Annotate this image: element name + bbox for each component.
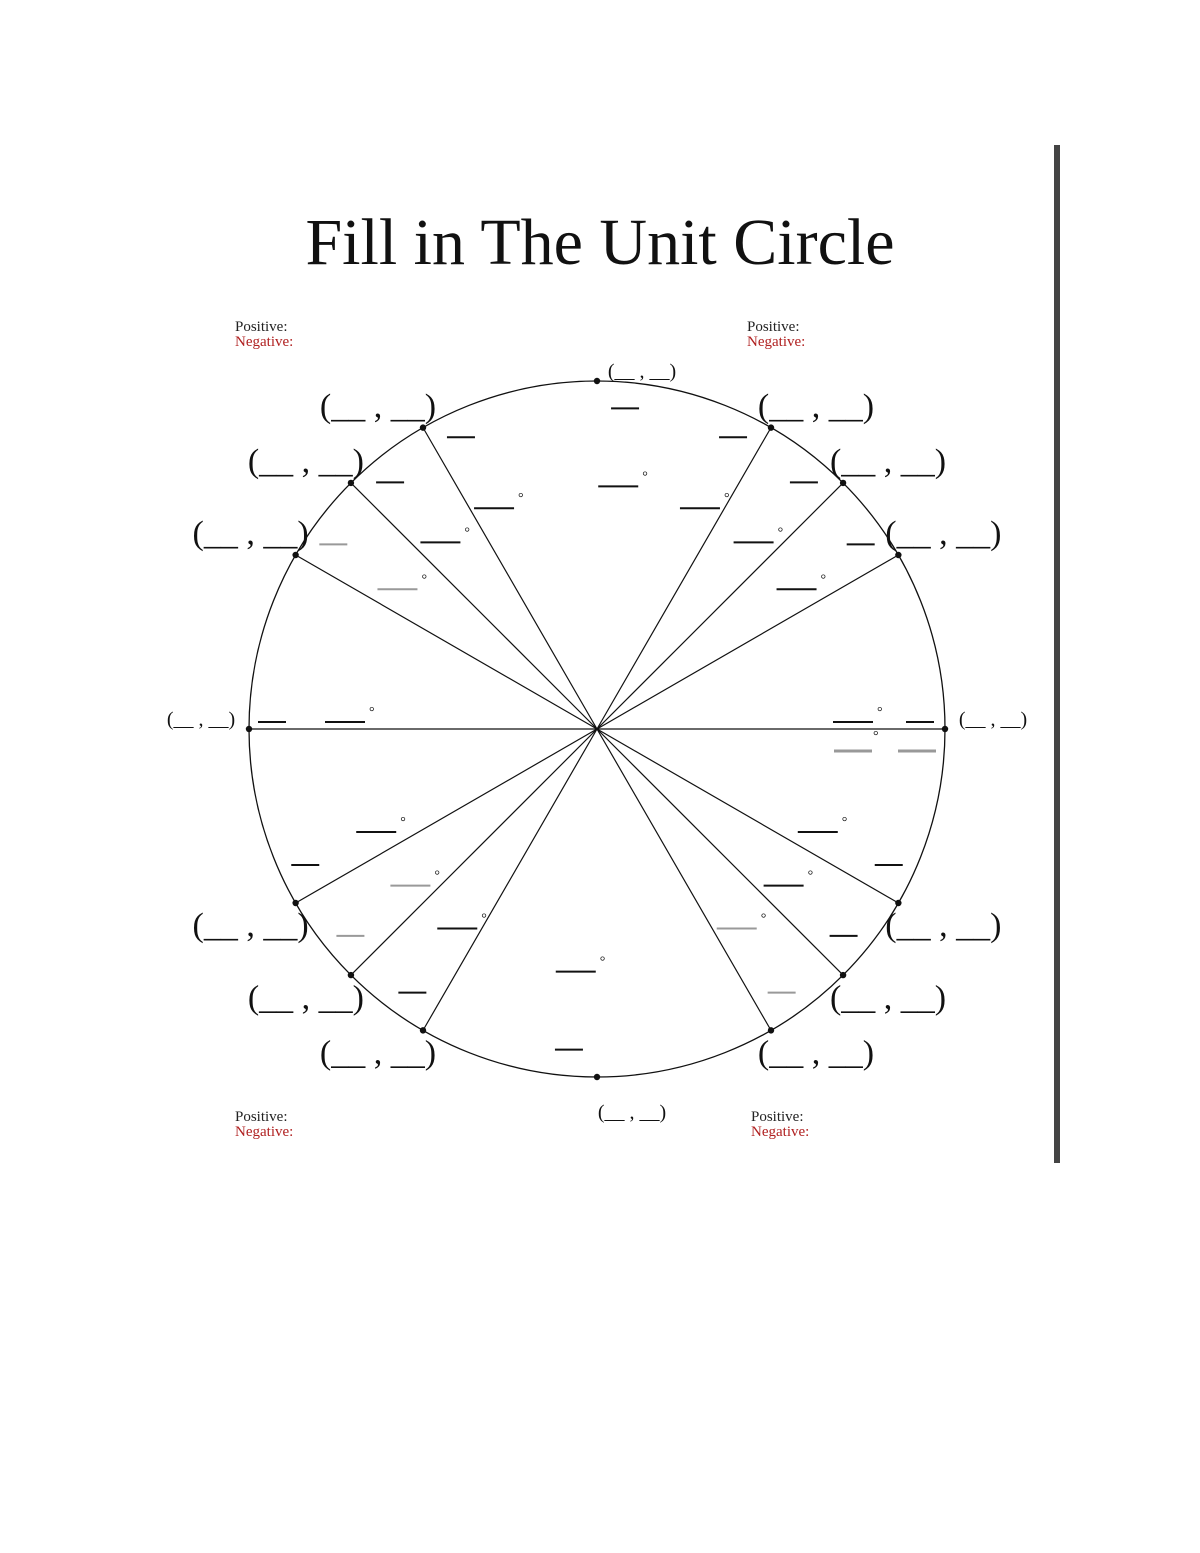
negative-label: Negative:	[235, 334, 294, 350]
angle-point	[767, 424, 775, 431]
angle-point	[839, 479, 847, 487]
angle-point	[593, 1073, 601, 1081]
degree-symbol: °	[642, 469, 648, 484]
positive-label: Positive:	[751, 1109, 804, 1125]
coordinate-blank-label: (__ , __)	[758, 1035, 874, 1072]
degree-symbol: °	[518, 491, 524, 506]
radius-line	[596, 482, 844, 730]
degree-symbol: °	[873, 729, 879, 744]
angle-point	[839, 971, 847, 979]
radius-line	[295, 554, 598, 730]
angle-point	[245, 725, 253, 733]
coordinate-blank-label: (__ , __)	[885, 907, 1001, 944]
degree-symbol: °	[400, 815, 406, 830]
coordinate-blank-label: (__ , __)	[959, 709, 1027, 731]
coordinate-blank-label: (__ , __)	[193, 515, 309, 552]
radius-line	[350, 482, 598, 730]
degree-symbol: °	[724, 491, 730, 506]
degree-symbol: °	[600, 955, 606, 970]
page-title: Fill in The Unit Circle	[305, 206, 895, 279]
angle-point	[895, 551, 902, 559]
positive-label: Positive:	[235, 319, 288, 335]
angle-point	[767, 1027, 775, 1034]
coordinate-blank-label: (__ , __)	[608, 361, 676, 383]
coordinate-blank-label: (__ , __)	[830, 979, 946, 1016]
coordinate-blank-label: (__ , __)	[248, 979, 364, 1016]
coordinate-blank-label: (__ , __)	[167, 709, 235, 731]
negative-label: Negative:	[751, 1124, 810, 1140]
negative-label: Negative:	[235, 1124, 294, 1140]
angle-point	[347, 479, 355, 487]
radius-line	[350, 728, 598, 976]
degree-symbol: °	[778, 525, 784, 540]
coordinate-blank-label: (__ , __)	[598, 1102, 666, 1124]
angle-point	[292, 899, 299, 907]
degree-symbol: °	[421, 572, 427, 587]
coordinate-blank-label: (__ , __)	[320, 1035, 436, 1072]
coordinate-blank-label: (__ , __)	[758, 388, 874, 425]
coordinate-blank-label: (__ , __)	[830, 443, 946, 480]
radius-line	[596, 728, 844, 976]
degree-symbol: °	[808, 869, 814, 884]
angle-point	[419, 1027, 427, 1034]
angle-point	[941, 725, 949, 733]
radius-line	[422, 427, 598, 730]
degree-symbol: °	[761, 912, 767, 927]
radius-line	[596, 554, 899, 730]
degree-symbol: °	[842, 815, 848, 830]
angle-point	[347, 971, 355, 979]
angle-point	[593, 377, 601, 385]
degree-symbol: °	[369, 705, 375, 720]
coordinate-blank-label: (__ , __)	[193, 907, 309, 944]
radius-line	[596, 728, 772, 1031]
radius-line	[596, 728, 899, 904]
radius-line	[422, 728, 598, 1031]
page-edge-bar	[1054, 145, 1060, 1163]
degree-symbol: °	[481, 912, 487, 927]
radius-line	[295, 728, 598, 904]
coordinate-blank-label: (__ , __)	[248, 443, 364, 480]
coordinate-blank-label: (__ , __)	[885, 515, 1001, 552]
quadrant-label-bottom-right: Positive: Negative:	[751, 1110, 809, 1140]
positive-label: Positive:	[747, 319, 800, 335]
coordinate-blank-label: (__ , __)	[320, 388, 436, 425]
angle-point	[292, 551, 299, 559]
negative-label: Negative:	[747, 334, 806, 350]
degree-symbol: °	[464, 525, 470, 540]
degree-symbol: °	[434, 869, 440, 884]
radius-line	[596, 427, 772, 730]
angle-point	[895, 899, 902, 907]
degree-symbol: °	[877, 705, 883, 720]
quadrant-label-bottom-left: Positive: Negative:	[235, 1110, 293, 1140]
quadrant-label-top-right: Positive: Negative:	[747, 320, 805, 350]
positive-label: Positive:	[235, 1109, 288, 1125]
quadrant-label-top-left: Positive: Negative:	[235, 320, 293, 350]
degree-symbol: °	[821, 572, 827, 587]
angle-point	[419, 424, 427, 431]
